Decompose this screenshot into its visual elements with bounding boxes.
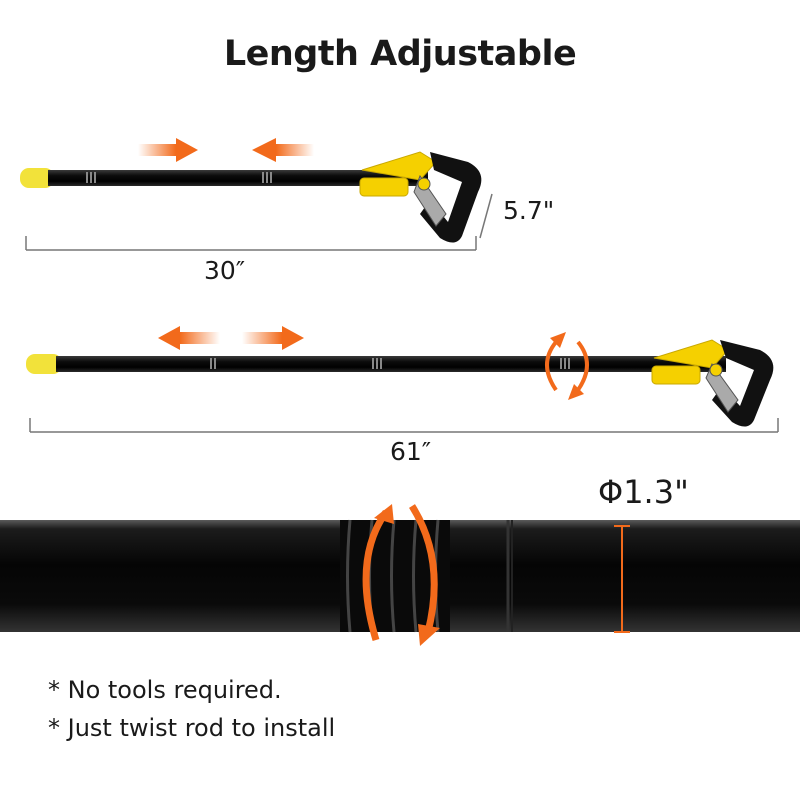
twist-arrow-icon (362, 504, 440, 646)
note-no-tools: * No tools required. (48, 676, 282, 704)
twist-arrow-icon (545, 332, 589, 400)
rod-shaft (48, 170, 428, 186)
diameter-label: Φ1.3" (598, 473, 689, 511)
long-length-label: 61″ (390, 437, 432, 466)
rod-end-cap (20, 168, 54, 188)
short-rod-assembly (20, 151, 482, 243)
short-length-dimension (25, 236, 477, 251)
rod-closeup (0, 504, 800, 646)
page-title: Length Adjustable (223, 34, 577, 74)
compress-arrows (138, 138, 314, 162)
rod-end-cap (26, 354, 62, 374)
hoe-handle (651, 339, 774, 427)
diameter-indicator (614, 525, 630, 633)
hoe-handle (359, 151, 482, 243)
note-twist-install: * Just twist rod to install (48, 714, 336, 742)
extend-arrows (158, 326, 304, 350)
handle-height-dimension (479, 193, 493, 239)
long-rod-assembly (26, 332, 774, 427)
rod-shaft (56, 356, 726, 372)
short-length-label: 30″ (204, 256, 246, 285)
feature-notes: * No tools required. * Just twist rod to… (48, 676, 335, 752)
handle-height-label: 5.7" (503, 196, 555, 225)
long-length-dimension (29, 418, 779, 433)
